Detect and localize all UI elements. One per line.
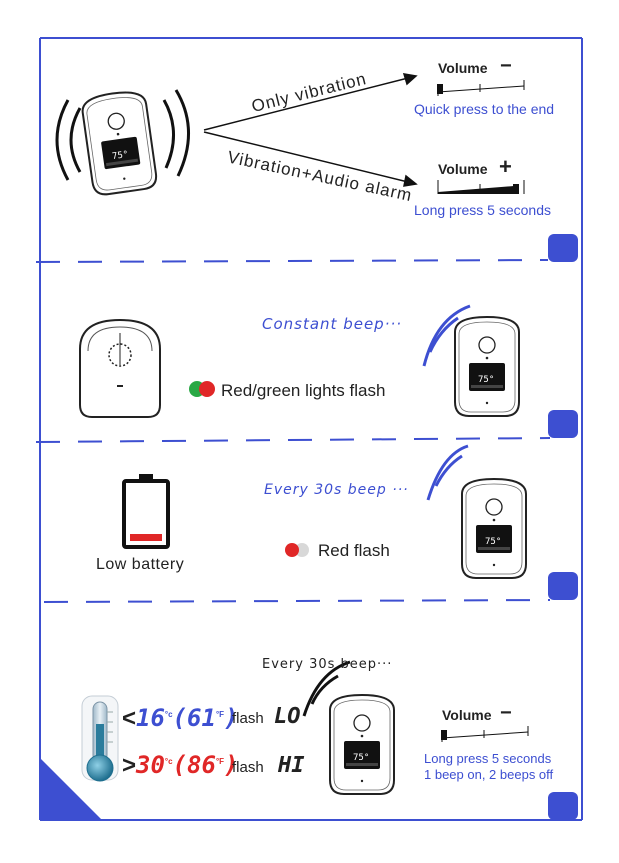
- lights-flash-label: Red/green lights flash: [221, 382, 385, 399]
- long-press-caption: Long press 5 seconds: [414, 203, 551, 217]
- flash-word-high: flash: [232, 760, 264, 775]
- beeping-device-icon-2: [424, 306, 519, 416]
- low-threshold: <16°c(61°F): [122, 706, 238, 731]
- every-30s-beep-label: Every 30s beep ···: [264, 483, 409, 497]
- long-press-caption-4: Long press 5 seconds: [424, 752, 551, 765]
- high-fahrenheit: (86: [173, 751, 216, 779]
- celsius-unit: °c: [165, 710, 173, 719]
- less-than-sign: <: [122, 705, 136, 732]
- beep-pattern-caption: 1 beep on, 2 beeps off: [424, 768, 553, 781]
- red-green-lights-icon: [189, 381, 215, 397]
- volume-slider-up: [438, 180, 524, 194]
- volume-slider-down: [437, 80, 524, 96]
- vibrating-device-icon: [57, 89, 189, 196]
- device-back-icon: [80, 320, 160, 417]
- minus-sign: −: [500, 56, 512, 76]
- quick-press-caption: Quick press to the end: [414, 102, 554, 116]
- plus-sign: +: [499, 156, 512, 178]
- fahrenheit-unit-high: °F: [216, 757, 224, 766]
- fahrenheit-unit: °F: [216, 710, 224, 719]
- volume-up-label: Volume: [438, 162, 488, 176]
- section-tabs: [548, 234, 578, 820]
- low-battery-icon: [124, 474, 168, 547]
- flash-code-low: LO: [274, 706, 301, 728]
- every-30s-beep-label-4: Every 30s beep···: [262, 658, 392, 671]
- flash-word-low: flash: [232, 711, 264, 726]
- volume-slider-down-4: [441, 726, 528, 742]
- greater-than-sign: >: [122, 752, 136, 779]
- red-flash-icon: [285, 543, 309, 557]
- volume-label-4: Volume: [442, 708, 492, 722]
- volume-down-label: Volume: [438, 61, 488, 75]
- low-celsius: 16: [136, 704, 165, 732]
- low-battery-label: Low battery: [96, 557, 184, 573]
- constant-beep-label: Constant beep···: [262, 317, 402, 332]
- high-celsius: 30: [136, 751, 165, 779]
- thermometer-icon: [82, 696, 118, 781]
- high-threshold: >30°c(86°F): [122, 753, 238, 778]
- celsius-unit-high: °c: [165, 757, 173, 766]
- red-flash-label: Red flash: [318, 542, 390, 559]
- low-fahrenheit: (61: [173, 704, 216, 732]
- beeping-device-icon-4: [304, 662, 394, 794]
- beeping-device-icon-3: [428, 446, 526, 578]
- flash-code-high: HI: [278, 755, 305, 777]
- minus-sign-4: −: [500, 703, 512, 723]
